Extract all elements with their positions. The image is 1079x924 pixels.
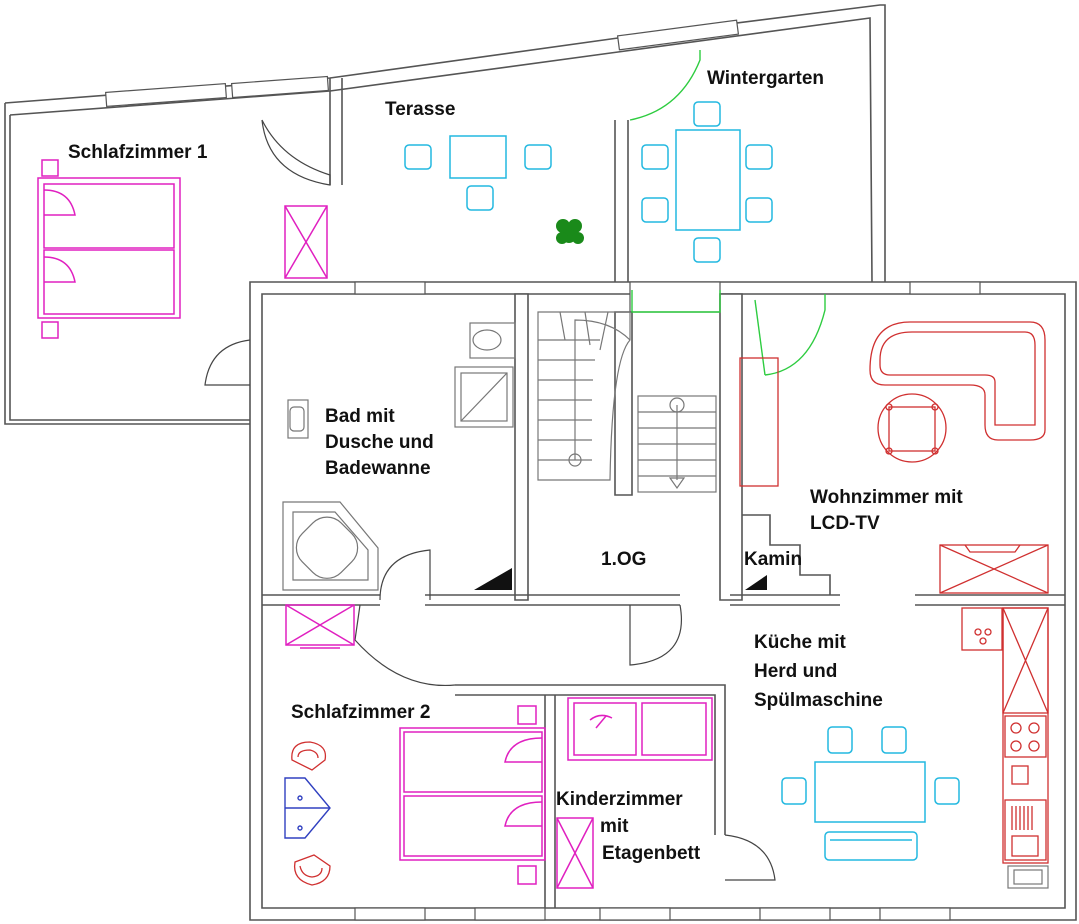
wintergarten-furniture — [641, 101, 773, 263]
tv-cabinet — [939, 544, 1049, 594]
label-kinderzimmer-line2: mit — [600, 816, 629, 837]
kitchen-furniture — [961, 607, 1049, 889]
wohnzimmer-furniture — [739, 321, 1049, 594]
label-kueche-line1: Küche mit — [754, 632, 846, 653]
corner-table — [284, 777, 331, 839]
label-bad-line2: Dusche und — [325, 432, 434, 453]
staircase — [537, 311, 767, 590]
doors — [204, 50, 826, 881]
exterior-walls — [4, 4, 1077, 921]
schlafzimmer1-furniture — [37, 159, 328, 339]
windows — [105, 19, 981, 921]
label-wohnzimmer-line1: Wohnzimmer mit — [810, 487, 963, 508]
terrace-furniture — [404, 135, 584, 244]
label-og: 1.OG — [601, 549, 647, 570]
kinderzimmer-furniture — [556, 697, 713, 889]
double-bed-2 — [399, 705, 546, 885]
label-wohnzimmer-line2: LCD-TV — [810, 513, 880, 534]
label-bad-line1: Bad mit — [325, 406, 395, 427]
label-bad-line3: Badewanne — [325, 458, 431, 479]
label-kueche-line2: Herd und — [754, 661, 838, 682]
label-kamin: Kamin — [744, 549, 803, 570]
double-bed-1 — [37, 159, 181, 339]
stove — [1004, 715, 1047, 758]
label-kinderzimmer: Kinderzimmer mit Etagenbett — [556, 786, 700, 867]
bathroom-fixtures — [282, 322, 516, 591]
wardrobe-1 — [284, 205, 328, 279]
label-wintergarten: Wintergarten — [707, 68, 825, 89]
label-schlafzimmer2: Schlafzimmer 2 — [291, 702, 431, 723]
schlafzimmer2-furniture — [284, 604, 546, 886]
label-kinderzimmer-line1: Kinderzimmer — [556, 789, 683, 810]
label-kueche: Küche mit Herd und Spülmaschine — [754, 628, 883, 715]
label-wohnzimmer: Wohnzimmer mit LCD-TV — [810, 485, 963, 537]
label-kueche-line3: Spülmaschine — [754, 690, 883, 711]
sink — [1004, 799, 1047, 861]
plant-icon — [556, 219, 584, 244]
label-schlafzimmer1: Schlafzimmer 1 — [68, 142, 208, 163]
armchair-1 — [291, 741, 327, 771]
armchair-2 — [293, 854, 331, 886]
bunk-bed — [567, 697, 713, 761]
label-terasse: Terasse — [385, 99, 456, 120]
wardrobe-2 — [556, 817, 594, 889]
bathtub — [282, 501, 379, 591]
dining-furniture — [781, 726, 960, 861]
label-kinderzimmer-line3: Etagenbett — [602, 843, 701, 864]
label-bad: Bad mit Dusche und Badewanne — [325, 404, 434, 482]
